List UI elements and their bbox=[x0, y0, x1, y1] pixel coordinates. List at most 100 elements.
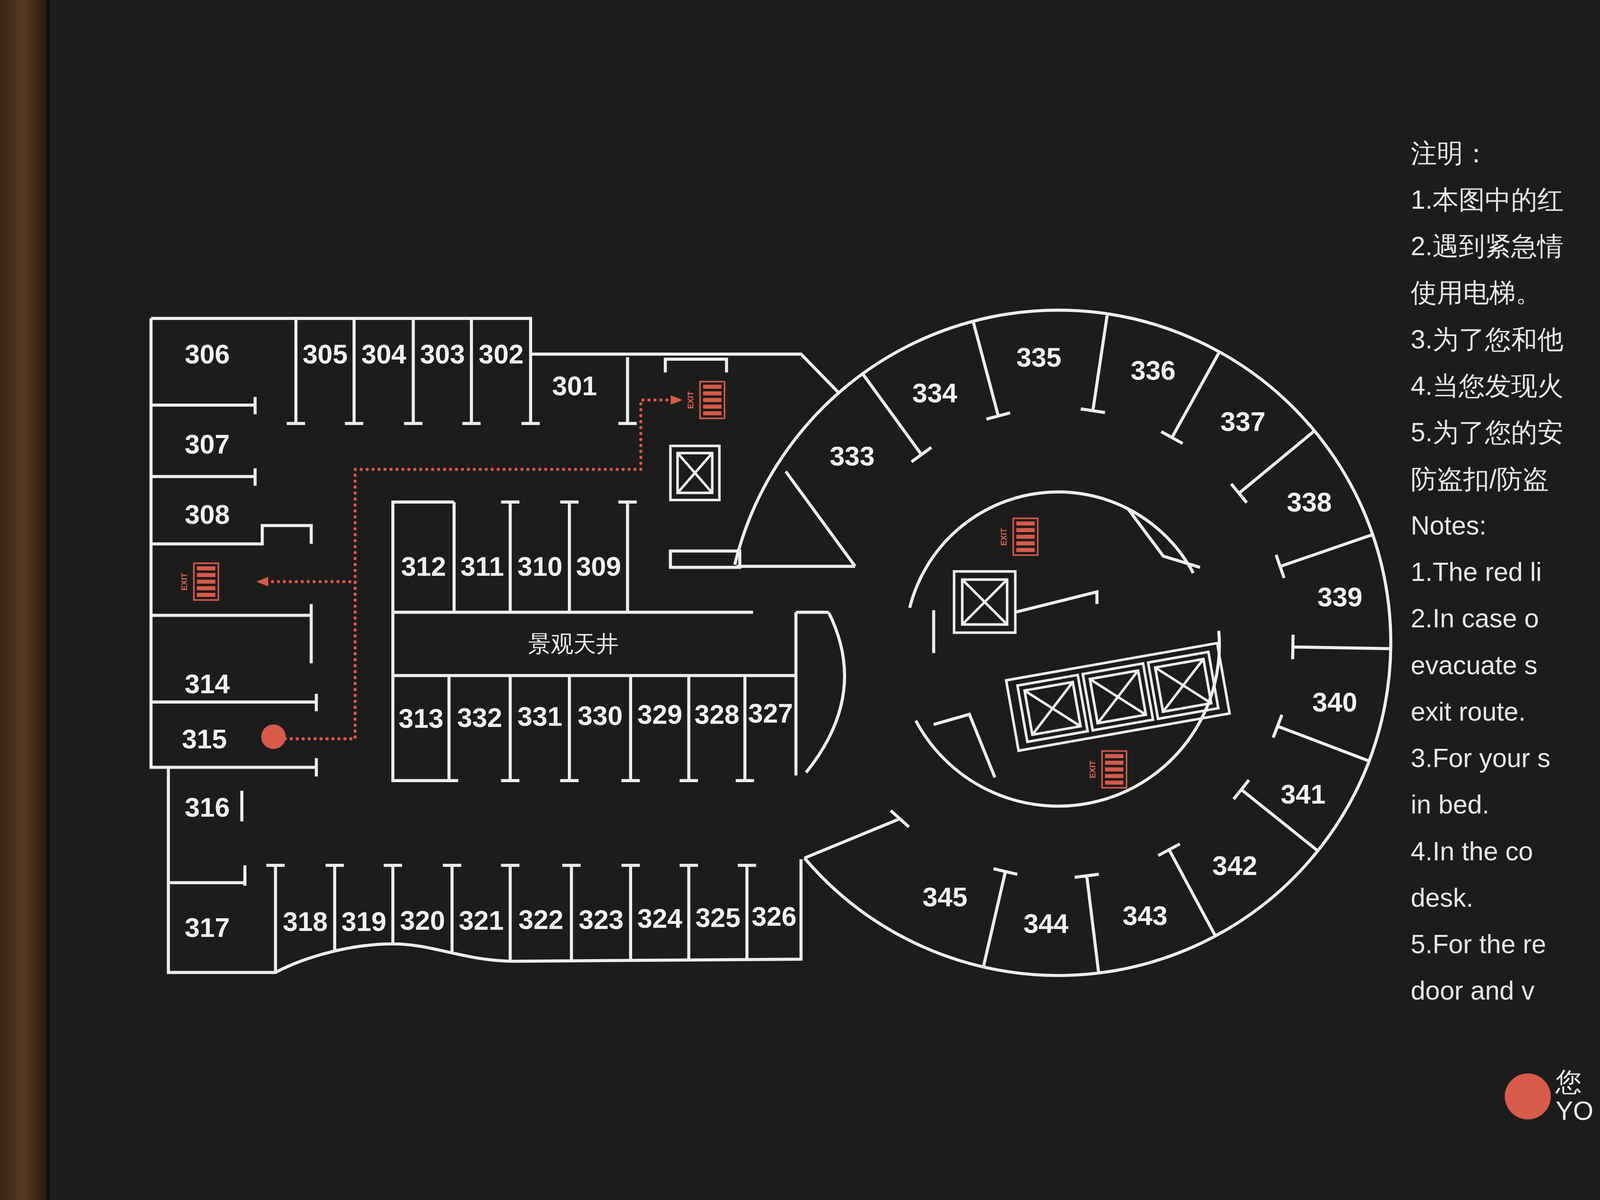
room: 315 bbox=[175, 723, 274, 754]
room: 321 bbox=[455, 905, 508, 936]
exit-label: EXIT bbox=[686, 391, 695, 409]
room-number: 305 bbox=[302, 340, 348, 368]
note-line: 2.遇到紧急情 bbox=[1410, 230, 1564, 262]
room-number: 311 bbox=[460, 552, 504, 580]
room: 317 bbox=[181, 912, 233, 943]
stairs-icon bbox=[700, 381, 725, 419]
room-number: 307 bbox=[184, 430, 230, 458]
room-number: 319 bbox=[341, 907, 387, 935]
room: 338 bbox=[1283, 486, 1335, 518]
evacuation-route bbox=[273, 400, 682, 739]
room: 330 bbox=[574, 700, 626, 731]
room-number: 313 bbox=[398, 704, 444, 732]
stairs-icon bbox=[1101, 751, 1127, 789]
room: 329 bbox=[634, 699, 686, 730]
exit-label: EXIT bbox=[180, 572, 189, 591]
note-line: Notes: bbox=[1410, 509, 1487, 542]
elevator-cross bbox=[962, 579, 1008, 625]
room-number: 338 bbox=[1286, 488, 1332, 516]
room: 307 bbox=[181, 428, 233, 460]
room-number: 339 bbox=[1317, 583, 1363, 611]
exit-sign: EXIT bbox=[681, 377, 727, 423]
elevator-cross bbox=[1089, 670, 1146, 724]
room-number: 341 bbox=[1280, 780, 1326, 808]
room: 340 bbox=[1309, 686, 1361, 718]
room: 341 bbox=[1277, 778, 1329, 810]
room: 345 bbox=[919, 881, 971, 912]
room: 344 bbox=[1020, 908, 1072, 939]
room-number: 320 bbox=[400, 906, 445, 934]
elevator-frame bbox=[670, 446, 720, 500]
room: 335 bbox=[1013, 342, 1065, 373]
room: 337 bbox=[1217, 406, 1269, 437]
wall-bar bbox=[670, 551, 740, 568]
exit-sign: EXIT bbox=[994, 515, 1041, 559]
elevator-cross bbox=[677, 453, 712, 493]
note-line: 5.为了您的安 bbox=[1410, 416, 1564, 449]
room-number: 316 bbox=[184, 793, 230, 821]
stairs-icon bbox=[1013, 518, 1038, 556]
room: 334 bbox=[909, 377, 961, 408]
room-number: 325 bbox=[695, 903, 741, 931]
elevator-car bbox=[962, 579, 1008, 625]
stairs-icon bbox=[194, 563, 219, 600]
elevator-car bbox=[1148, 651, 1219, 720]
elevator-car bbox=[1017, 675, 1088, 743]
room: 333 bbox=[826, 440, 878, 472]
exit-sign: EXIT bbox=[175, 559, 258, 604]
room-number: 336 bbox=[1130, 356, 1176, 384]
evacuation-routes bbox=[257, 400, 682, 739]
room: 324 bbox=[634, 903, 686, 934]
room-number: 312 bbox=[401, 552, 447, 580]
room: 311 bbox=[457, 551, 508, 582]
room: 305 bbox=[299, 338, 351, 370]
elevator-cross bbox=[1024, 682, 1081, 735]
exit-sign: EXIT bbox=[1083, 746, 1129, 792]
note-line: 使用电梯。 bbox=[1410, 276, 1542, 309]
room-number: 344 bbox=[1023, 909, 1069, 937]
room: 309 bbox=[572, 551, 625, 582]
room-number: 303 bbox=[419, 340, 465, 368]
room-number: 330 bbox=[577, 701, 623, 729]
legend-text: 您 YO bbox=[1555, 1067, 1596, 1125]
room: 332 bbox=[453, 702, 506, 733]
legend-swatch bbox=[1504, 1073, 1551, 1120]
room-number: 329 bbox=[637, 700, 683, 728]
room-number: 335 bbox=[1016, 343, 1062, 371]
note-line: 1.The red li bbox=[1410, 555, 1542, 588]
room-number: 302 bbox=[478, 340, 524, 368]
exit-label: EXIT bbox=[1088, 760, 1097, 779]
room-number: 314 bbox=[184, 670, 230, 698]
room: 325 bbox=[692, 902, 744, 933]
wall-lines bbox=[151, 310, 1391, 976]
room-number: 308 bbox=[184, 500, 230, 528]
room: 303 bbox=[416, 338, 469, 370]
you-are-here-dot bbox=[261, 724, 286, 750]
room: 313 bbox=[395, 703, 447, 734]
note-line: 4.In the co bbox=[1410, 835, 1533, 868]
note-line: 5.For the re bbox=[1410, 928, 1547, 960]
note-line: evacuate s bbox=[1410, 649, 1538, 681]
note-line: exit route. bbox=[1410, 695, 1526, 728]
room: 306 bbox=[181, 338, 233, 370]
atrium-label: 景观天井 bbox=[528, 631, 619, 657]
room-number: 321 bbox=[458, 906, 504, 934]
room: 318 bbox=[279, 906, 331, 937]
room: 343 bbox=[1119, 900, 1171, 931]
legend: 您 YO bbox=[1504, 1067, 1596, 1125]
room-number: 304 bbox=[361, 340, 406, 368]
note-line: in bed. bbox=[1410, 788, 1490, 821]
room: 326 bbox=[748, 901, 800, 932]
elevator-car bbox=[1082, 663, 1154, 731]
room: 323 bbox=[575, 904, 627, 935]
room-number: 323 bbox=[578, 905, 624, 933]
elevator-cross bbox=[1155, 659, 1212, 712]
room-number: 315 bbox=[181, 725, 227, 753]
room-number: 327 bbox=[748, 699, 793, 727]
card-edge bbox=[46, 0, 50, 1200]
atrium-band: 景观天井 bbox=[400, 618, 747, 670]
wood-edge bbox=[0, 0, 47, 1200]
